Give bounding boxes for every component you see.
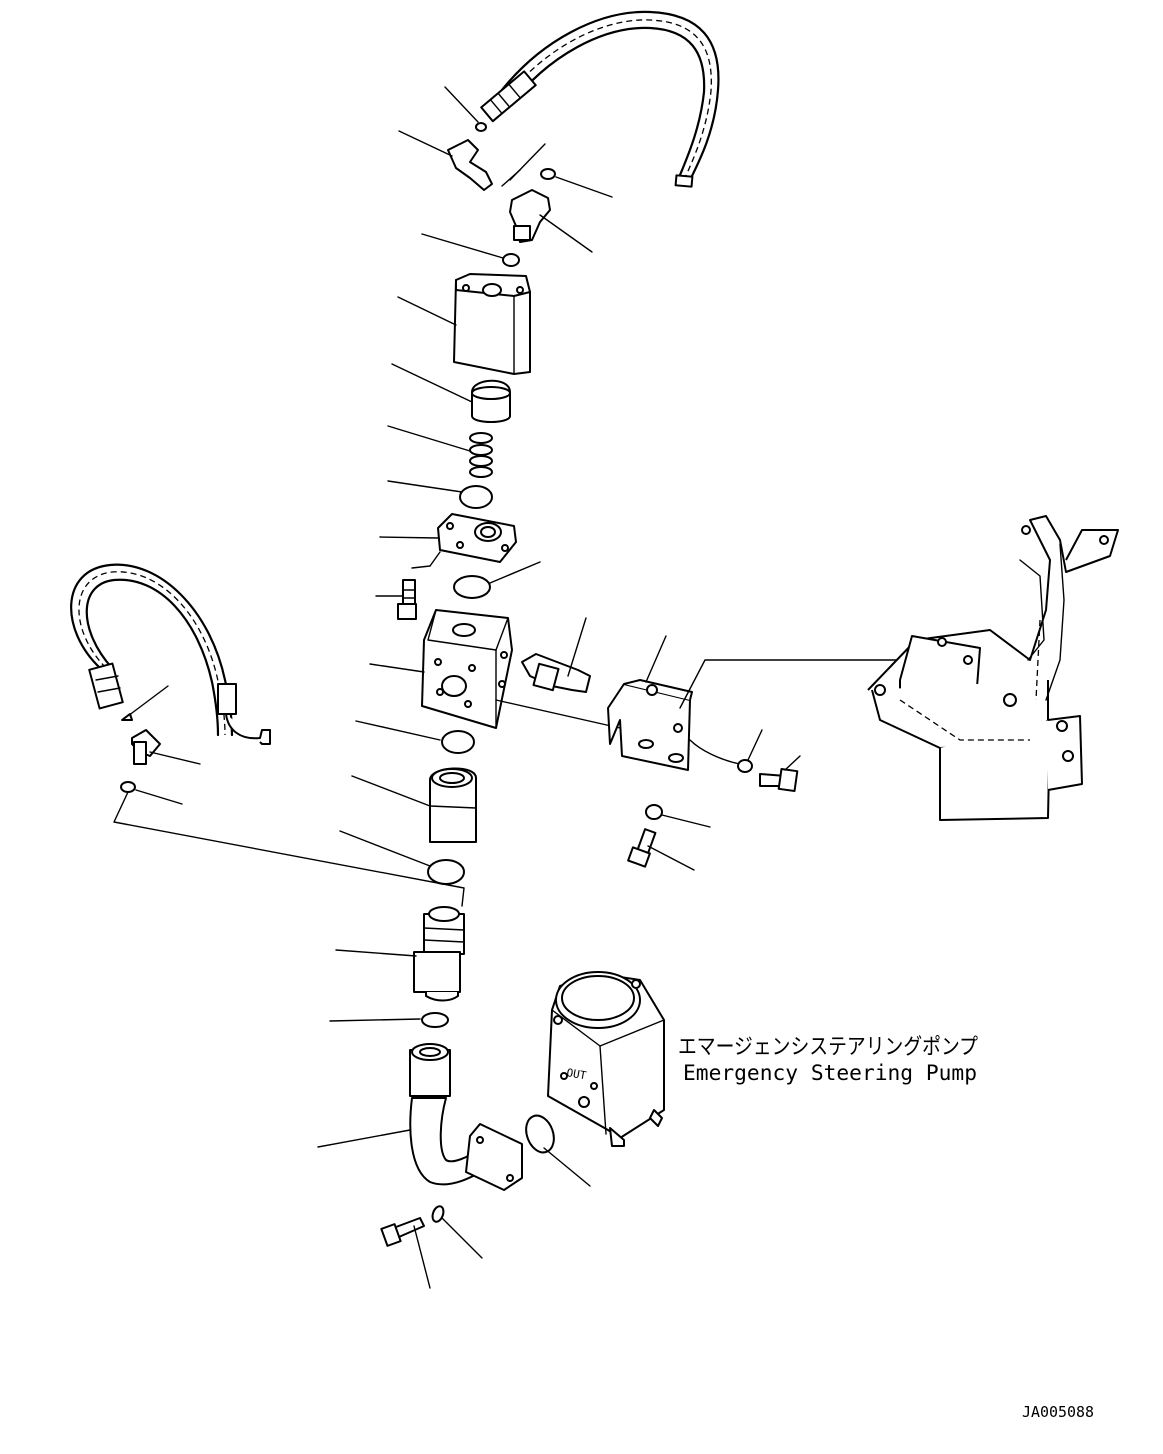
o-ring-7[interactable] (339, 830, 465, 885)
poppet[interactable] (391, 363, 511, 423)
o-ring-4[interactable] (387, 480, 493, 509)
o-ring-8[interactable] (329, 1012, 449, 1028)
flange-plate[interactable] (379, 513, 517, 569)
top-hose[interactable] (480, 10, 720, 188)
pin-left[interactable] (121, 685, 169, 721)
emergency-steering-pump[interactable]: OUT (547, 971, 665, 1147)
o-ring-6[interactable] (355, 720, 475, 754)
bolt-bottom[interactable] (380, 1217, 431, 1289)
spring[interactable] (387, 425, 493, 478)
bolt-right[interactable] (759, 755, 801, 793)
pin-top[interactable] (501, 143, 546, 187)
adapter-fitting[interactable] (351, 767, 477, 843)
o-ring-3[interactable] (421, 233, 520, 267)
pressure-switch[interactable] (521, 617, 591, 693)
elbow-fitting-top[interactable] (398, 130, 493, 191)
pump-label-jp: エマージェンシステアリングポンプ (678, 1035, 978, 1060)
washer-right[interactable] (737, 729, 763, 773)
mounting-bracket[interactable] (607, 635, 741, 771)
pump-label-en: Emergency Steering Pump (683, 1061, 977, 1085)
drawing-number: JA005088 (1022, 1403, 1094, 1421)
elbow-left[interactable] (131, 729, 201, 765)
o-ring-5[interactable] (453, 561, 541, 599)
washer-below-bracket[interactable] (645, 804, 711, 828)
bolt-small[interactable] (375, 579, 417, 620)
bolt-below-bracket[interactable] (627, 828, 695, 871)
o-ring-right-top[interactable] (540, 168, 613, 198)
manifold-block[interactable] (369, 609, 621, 729)
lower-fitting[interactable] (335, 906, 465, 1002)
o-ring-small-top[interactable] (444, 86, 487, 132)
elbow-fitting-2[interactable] (509, 189, 593, 253)
o-ring-left[interactable] (113, 781, 465, 907)
pump-port-label: OUT (565, 1066, 587, 1082)
elbow-tube[interactable] (317, 1043, 523, 1191)
washer-bottom[interactable] (431, 1205, 483, 1259)
left-hose[interactable] (70, 563, 271, 745)
o-ring-pump[interactable] (521, 1112, 591, 1187)
machine-frame[interactable] (867, 515, 1119, 821)
valve-body[interactable] (397, 273, 531, 375)
